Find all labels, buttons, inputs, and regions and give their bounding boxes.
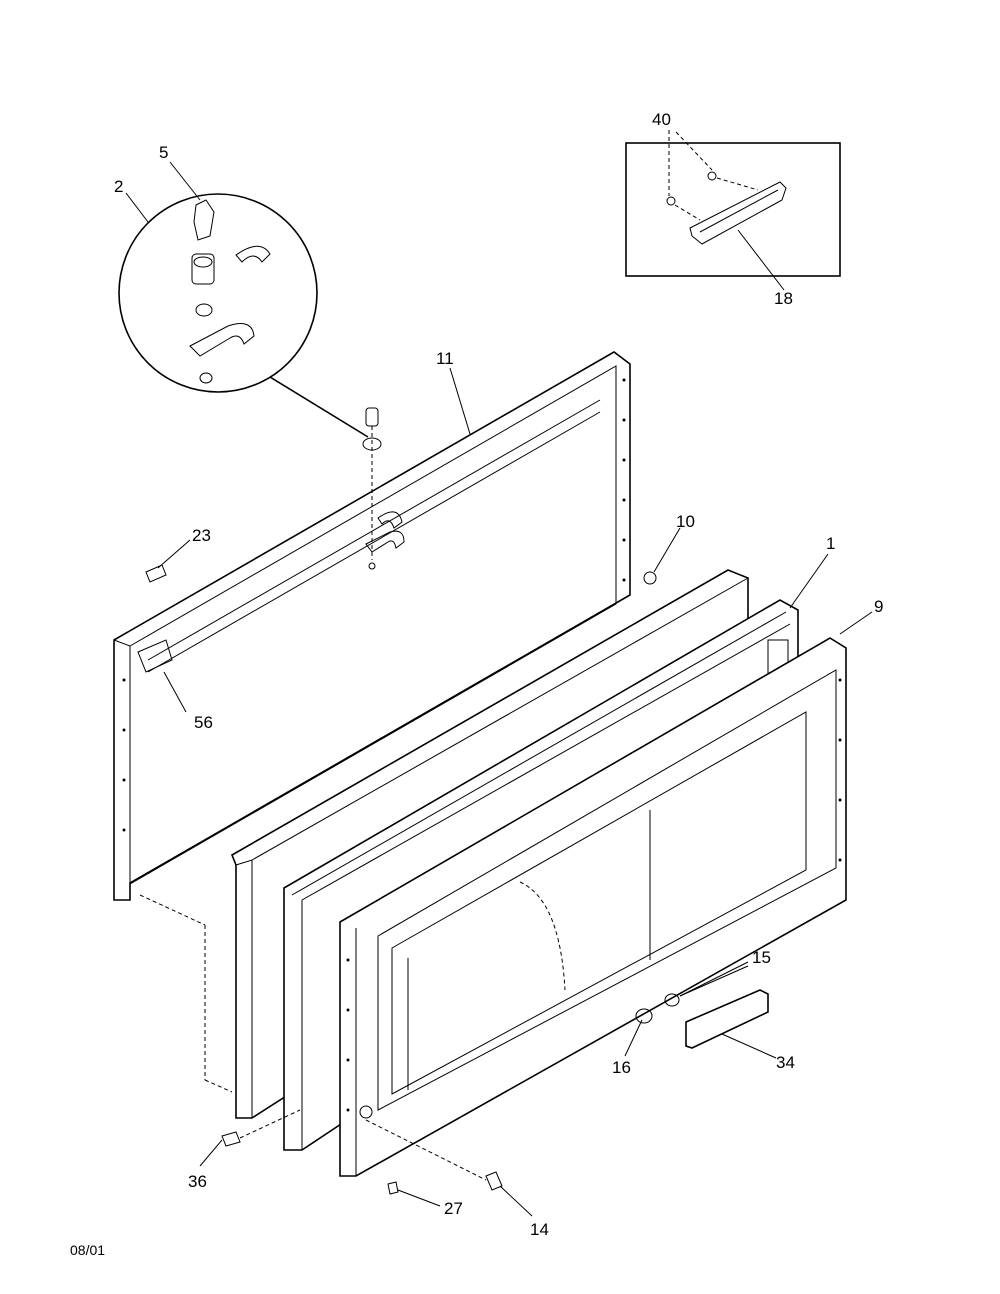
handle-parts — [221, 965, 769, 1195]
callout-11: 11 — [436, 349, 454, 368]
callout-16: 16 — [612, 1058, 631, 1077]
callout-56: 56 — [194, 713, 213, 732]
leader-lines — [125, 161, 873, 1217]
callout-9: 9 — [874, 597, 883, 616]
callout-34: 34 — [776, 1053, 795, 1072]
lock-detail-circle — [118, 193, 369, 438]
callout-10: 10 — [676, 512, 695, 531]
callout-27: 27 — [444, 1199, 463, 1218]
hinge-inset-box — [625, 130, 841, 291]
door-liner — [339, 637, 847, 1177]
small-parts — [137, 564, 657, 673]
callout-labels: 5 2 40 18 11 23 10 1 9 56 15 16 34 36 27… — [114, 110, 883, 1239]
callout-5: 5 — [159, 143, 168, 162]
date-code: 08/01 — [70, 1242, 105, 1258]
callout-14: 14 — [530, 1220, 549, 1239]
outer-lid-panel — [113, 351, 631, 1093]
callout-23: 23 — [192, 526, 211, 545]
edge-screws — [122, 378, 842, 1112]
callout-18: 18 — [774, 289, 793, 308]
callout-15: 15 — [752, 948, 771, 967]
callout-2: 2 — [114, 177, 123, 196]
hinge-assembly — [362, 407, 405, 570]
callout-36: 36 — [188, 1172, 207, 1191]
callout-1: 1 — [826, 534, 835, 553]
callout-40: 40 — [652, 110, 671, 129]
